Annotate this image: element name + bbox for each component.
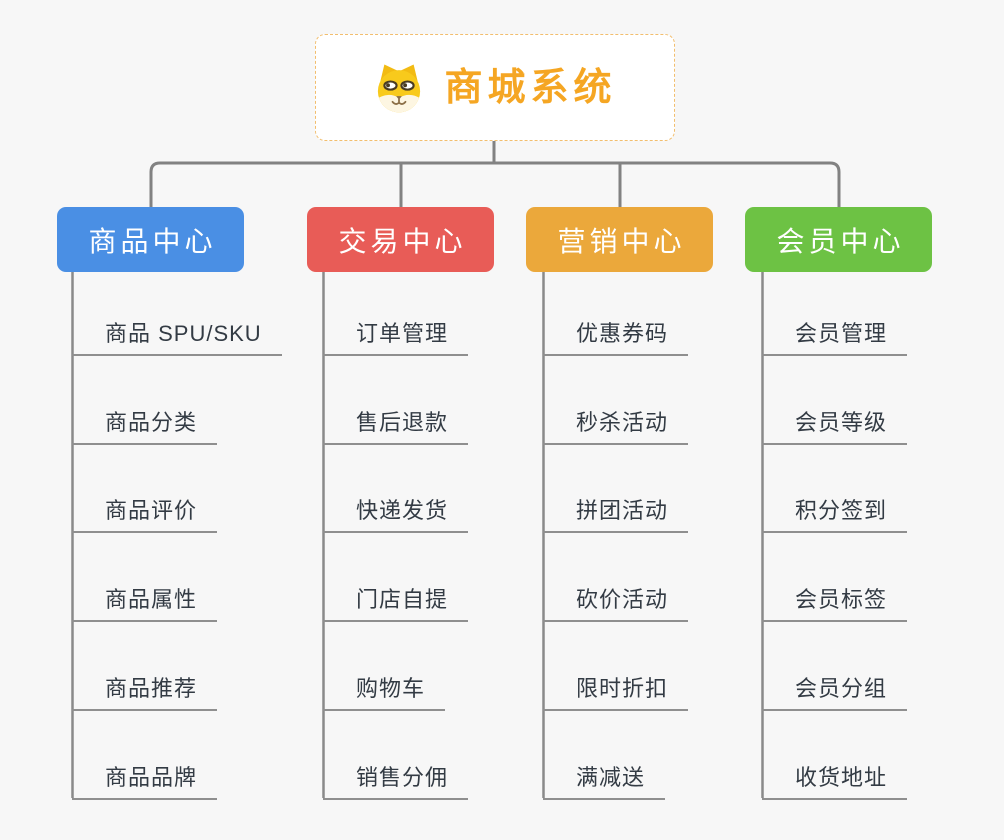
leaf-node[interactable]: 会员管理	[762, 320, 908, 356]
doge-icon	[378, 63, 421, 112]
branch-node-member-center[interactable]: 会员中心	[745, 207, 932, 272]
branch-label: 商品中心	[88, 225, 217, 257]
leaf-node[interactable]: 会员等级	[762, 409, 908, 445]
leaf-node[interactable]: 商品属性	[72, 586, 218, 622]
branch-label: 营销中心	[557, 225, 686, 257]
leaf-node[interactable]: 秒杀活动	[543, 409, 689, 445]
leaf-node[interactable]: 优惠券码	[543, 320, 689, 356]
leaf-node[interactable]: 限时折扣	[543, 675, 689, 711]
leaf-node[interactable]: 快递发货	[323, 497, 469, 533]
leaf-node[interactable]: 会员标签	[762, 586, 908, 622]
leaf-node[interactable]: 售后退款	[323, 409, 469, 445]
leaf-node[interactable]: 购物车	[323, 675, 446, 711]
branch-label: 交易中心	[338, 225, 467, 257]
leaf-node[interactable]: 订单管理	[323, 320, 469, 356]
leaf-node[interactable]: 满减送	[543, 764, 666, 800]
leaf-node[interactable]: 积分签到	[762, 497, 908, 533]
branch-node-marketing-center[interactable]: 营销中心	[526, 207, 713, 272]
leaf-node[interactable]: 门店自提	[323, 586, 469, 622]
branch-node-product-center[interactable]: 商品中心	[57, 207, 244, 272]
leaf-node[interactable]: 砍价活动	[543, 586, 689, 622]
leaf-node[interactable]: 销售分佣	[323, 764, 469, 800]
bus-line	[149, 161, 841, 207]
root-title: 商城系统	[444, 66, 617, 109]
leaf-node[interactable]: 收货地址	[762, 764, 908, 800]
leaf-node[interactable]: 商品品牌	[72, 764, 218, 800]
leaf-node[interactable]: 商品 SPU/SKU	[72, 320, 282, 356]
leaf-node[interactable]: 商品评价	[72, 497, 218, 533]
leaf-node[interactable]: 会员分组	[762, 675, 908, 711]
root-node[interactable]: 商城系统	[315, 34, 675, 141]
branch-label: 会员中心	[776, 225, 905, 257]
branch-node-trade-center[interactable]: 交易中心	[307, 207, 494, 272]
leaf-node[interactable]: 商品分类	[72, 409, 218, 445]
leaf-node[interactable]: 商品推荐	[72, 675, 218, 711]
leaf-node[interactable]: 拼团活动	[543, 497, 689, 533]
